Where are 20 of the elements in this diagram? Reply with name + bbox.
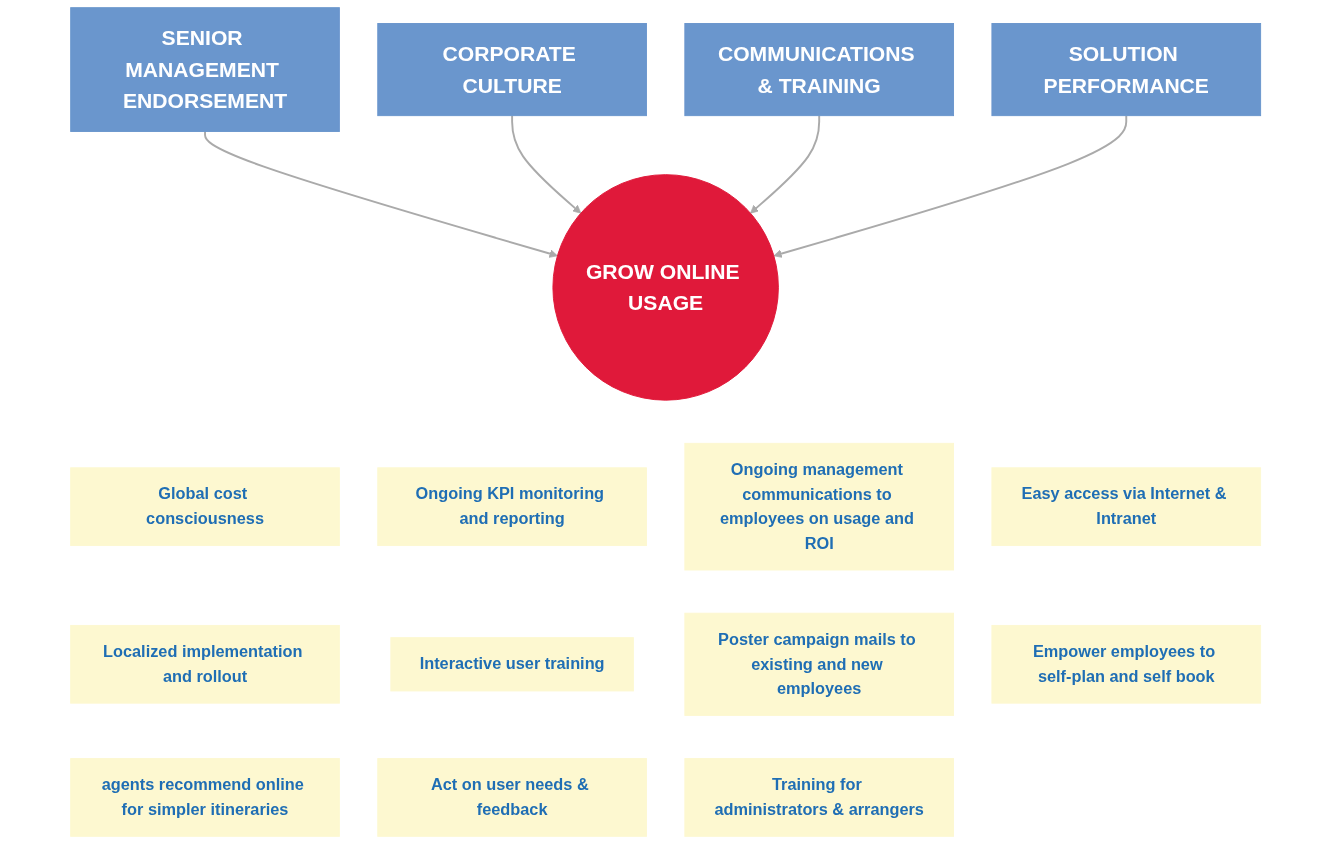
- node-box: CORPORATE CULTURE: [377, 23, 648, 117]
- node-box: SOLUTION PERFORMANCE: [991, 23, 1262, 117]
- node-box: Interactive user training: [390, 637, 635, 692]
- node-box: Poster campaign mails to existing and new employees: [684, 612, 955, 716]
- arrow: [750, 114, 821, 214]
- node-box: Easy access via Internet & Intranet: [991, 467, 1262, 546]
- arrow: [773, 114, 1128, 258]
- node-box: Empower employees to self-plan and self book: [991, 624, 1262, 704]
- node-box: SENIOR MANAGEMENT ENDORSEMENT: [70, 7, 341, 132]
- node-circle: GROW ONLINE USAGE: [552, 174, 780, 401]
- node-box: Training for administrators & arrangers: [684, 758, 955, 837]
- node-box: Localized implementation and rollout: [70, 624, 341, 704]
- node-box: agents recommend online for simpler itineraries: [70, 758, 341, 837]
- node-box: Ongoing KPI monitoring and reporting: [377, 467, 648, 546]
- node-box: COMMUNICATIONS & TRAINING: [684, 23, 955, 117]
- node-box: Global cost consciousness: [70, 467, 341, 546]
- node-box: Act on user needs & feedback: [377, 758, 648, 837]
- arrow: [511, 114, 582, 214]
- arrow: [204, 130, 559, 258]
- node-box: Ongoing management communications to employees on usage and ROI: [684, 442, 955, 571]
